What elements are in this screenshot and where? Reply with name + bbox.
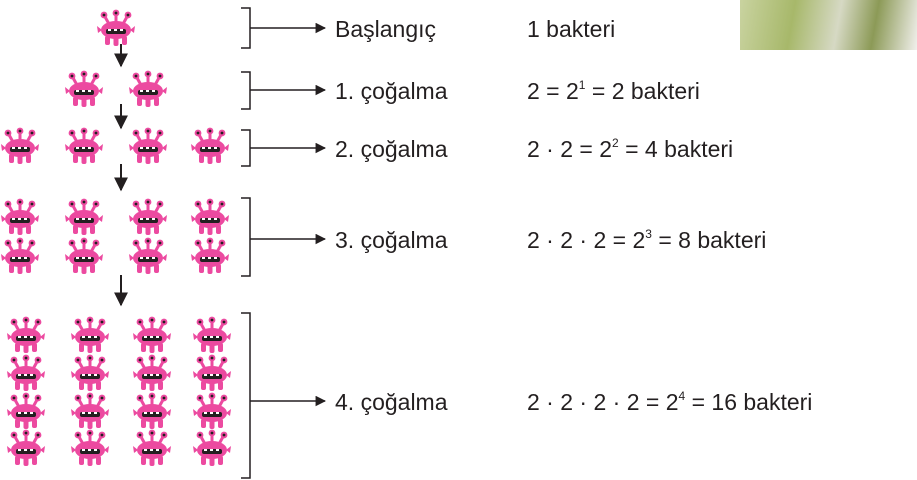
- pink-bacterium-icon: [5, 315, 47, 355]
- pink-bacterium-icon: [189, 236, 231, 276]
- pink-bacterium-icon: [131, 391, 173, 431]
- formula-1-tail: = 2 bakteri: [585, 78, 699, 104]
- pink-bacterium-icon: [69, 391, 111, 431]
- pink-bacterium-icon: [5, 428, 47, 468]
- pink-bacterium-icon: [191, 428, 233, 468]
- bacteria-colony: [0, 8, 233, 468]
- pink-bacterium-icon: [191, 315, 233, 355]
- colony-1: [63, 69, 169, 109]
- photo-thumbnail: [740, 0, 917, 50]
- formula-2-base: 2 · 2 = 2: [527, 136, 612, 162]
- stage-label-2: 2. çoğalma: [335, 136, 448, 162]
- formulas: 1 bakteri 2 = 21 = 2 bakteri 2 · 2 = 22 …: [527, 16, 812, 415]
- formula-start-text: 1 bakteri: [527, 16, 615, 42]
- stage-label-3: 3. çoğalma: [335, 227, 448, 253]
- pink-bacterium-icon: [95, 8, 137, 48]
- bracket-4: [241, 312, 251, 479]
- formula-3-base: 2 · 2 · 2 = 2: [527, 227, 645, 253]
- stage-labels: Başlangıç 1. çoğalma 2. çoğalma 3. çoğal…: [335, 16, 448, 415]
- formula-1-exponent: 1: [579, 78, 586, 92]
- formula-4-exponent: 4: [679, 389, 686, 403]
- bracket-3: [241, 197, 251, 277]
- pink-bacterium-icon: [191, 353, 233, 393]
- pink-bacterium-icon: [189, 126, 231, 166]
- formula-4-tail: = 16 bakteri: [685, 389, 812, 415]
- formula-3: 2 · 2 · 2 = 23 = 8 bakteri: [527, 227, 766, 253]
- pink-bacterium-icon: [63, 69, 105, 109]
- pink-bacterium-icon: [0, 197, 41, 237]
- formula-4-base: 2 · 2 · 2 · 2 = 2: [527, 389, 679, 415]
- pink-bacterium-icon: [191, 391, 233, 431]
- formula-3-exponent: 3: [645, 227, 652, 241]
- pink-bacterium-icon: [69, 428, 111, 468]
- colony-start: [95, 8, 137, 48]
- pink-bacterium-icon: [131, 428, 173, 468]
- pink-bacterium-icon: [131, 315, 173, 355]
- bracket-start: [241, 7, 251, 49]
- pink-bacterium-icon: [69, 353, 111, 393]
- pink-bacterium-icon: [127, 69, 169, 109]
- formula-2-tail: = 4 bakteri: [619, 136, 733, 162]
- pink-bacterium-icon: [69, 315, 111, 355]
- pink-bacterium-icon: [63, 197, 105, 237]
- pink-bacterium-icon: [131, 353, 173, 393]
- formula-start: 1 bakteri: [527, 16, 615, 42]
- formula-1-base: 2 = 2: [527, 78, 579, 104]
- pink-bacterium-icon: [127, 126, 169, 166]
- formula-4: 2 · 2 · 2 · 2 = 24 = 16 bakteri: [527, 389, 812, 415]
- pink-bacterium-icon: [63, 236, 105, 276]
- stage-label-4: 4. çoğalma: [335, 389, 448, 415]
- colony-2: [0, 126, 231, 166]
- pink-bacterium-icon: [127, 236, 169, 276]
- pink-bacterium-icon: [189, 197, 231, 237]
- formula-2-exponent: 2: [612, 136, 619, 150]
- pink-bacterium-icon: [0, 236, 41, 276]
- bracket-1: [241, 71, 251, 110]
- pink-bacterium-icon: [127, 197, 169, 237]
- colony-3: [0, 197, 231, 276]
- colony-4: [5, 315, 233, 468]
- pink-bacterium-icon: [0, 126, 41, 166]
- formula-1: 2 = 21 = 2 bakteri: [527, 78, 700, 104]
- brackets: [241, 7, 327, 479]
- pink-bacterium-icon: [5, 353, 47, 393]
- stage-label-1: 1. çoğalma: [335, 78, 448, 104]
- bracket-2: [241, 129, 251, 167]
- formula-2: 2 · 2 = 22 = 4 bakteri: [527, 136, 733, 162]
- pink-bacterium-icon: [5, 391, 47, 431]
- formula-3-tail: = 8 bakteri: [652, 227, 766, 253]
- stage-label-start: Başlangıç: [335, 16, 436, 42]
- pink-bacterium-icon: [63, 126, 105, 166]
